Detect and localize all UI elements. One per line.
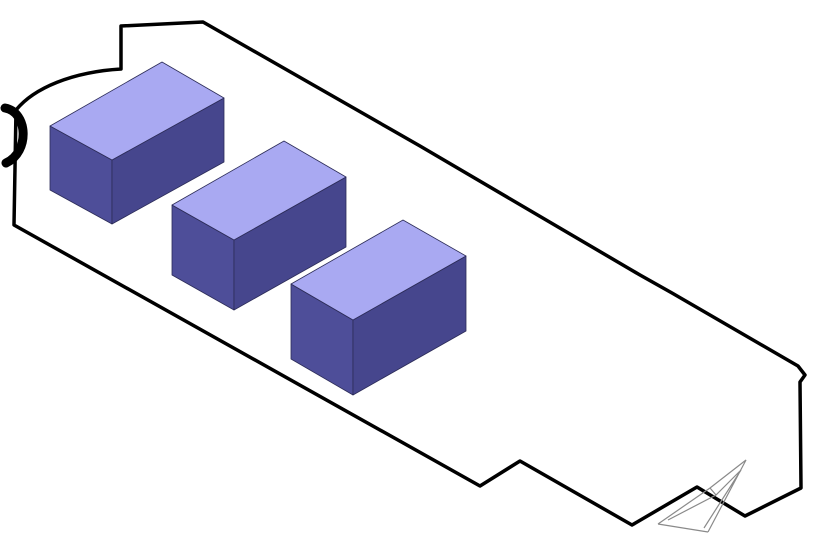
box-top-face — [49, 61, 225, 161]
stern-frame-line — [657, 459, 747, 533]
block-1 — [49, 61, 225, 225]
blocks-group — [49, 61, 467, 396]
box-top-face — [171, 140, 347, 241]
block-2 — [171, 140, 347, 311]
stern-frame — [657, 459, 747, 533]
bow-curve-mark — [0, 103, 28, 168]
block-3 — [290, 219, 467, 396]
box-top-face — [290, 219, 467, 321]
